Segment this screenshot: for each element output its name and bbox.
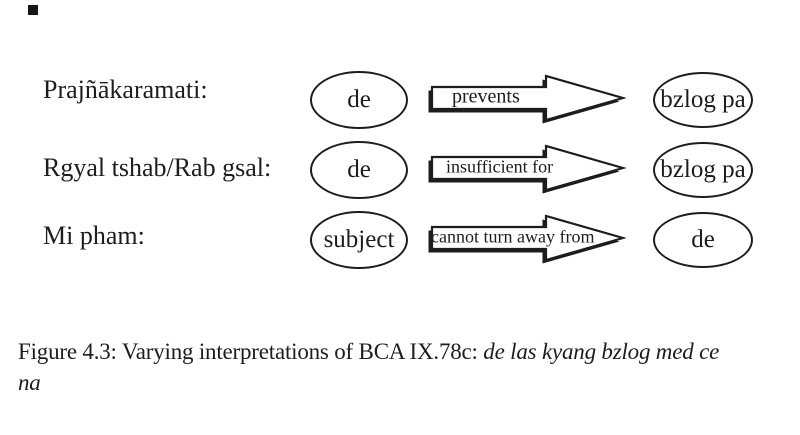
caption-regular-text: Figure 4.3: Varying interpretations of B… — [18, 339, 484, 364]
interpreter-label-prajnakaramati: Prajñākaramati: — [43, 75, 208, 104]
figure-caption: Figure 4.3: Varying interpretations of B… — [18, 336, 794, 398]
source-term-ellipse: de — [310, 141, 408, 199]
target-term-ellipse: bzlog pa — [653, 72, 753, 128]
interpreter-label-rgyal-tshab: Rgyal tshab/Rab gsal: — [43, 153, 272, 182]
source-term-ellipse: de — [310, 71, 408, 129]
target-term-text: bzlog pa — [660, 156, 746, 183]
target-term-ellipse: bzlog pa — [653, 142, 753, 198]
block-arrow-icon — [428, 74, 626, 124]
source-term-text: subject — [323, 226, 395, 253]
stray-ink-mark — [28, 5, 38, 15]
source-term-ellipse: subject — [310, 211, 408, 269]
caption-line-1: Figure 4.3: Varying interpretations of B… — [18, 336, 794, 367]
caption-line-2: na — [18, 367, 794, 398]
target-term-text: bzlog pa — [660, 86, 746, 113]
caption-italic-text: na — [18, 370, 41, 395]
relation-text: prevents — [452, 85, 520, 108]
block-arrow-icon — [428, 144, 626, 194]
relation-text: insufficient for — [446, 156, 554, 177]
target-term-text: de — [691, 226, 715, 253]
caption-italic-text: de las kyang bzlog med ce — [483, 339, 720, 364]
target-term-ellipse: de — [653, 212, 753, 268]
source-term-text: de — [347, 156, 371, 183]
source-term-text: de — [347, 86, 371, 113]
block-arrow-icon — [428, 214, 626, 264]
interpreter-label-mi-pham: Mi pham: — [43, 221, 145, 250]
relation-text: cannot turn away from — [431, 226, 595, 247]
